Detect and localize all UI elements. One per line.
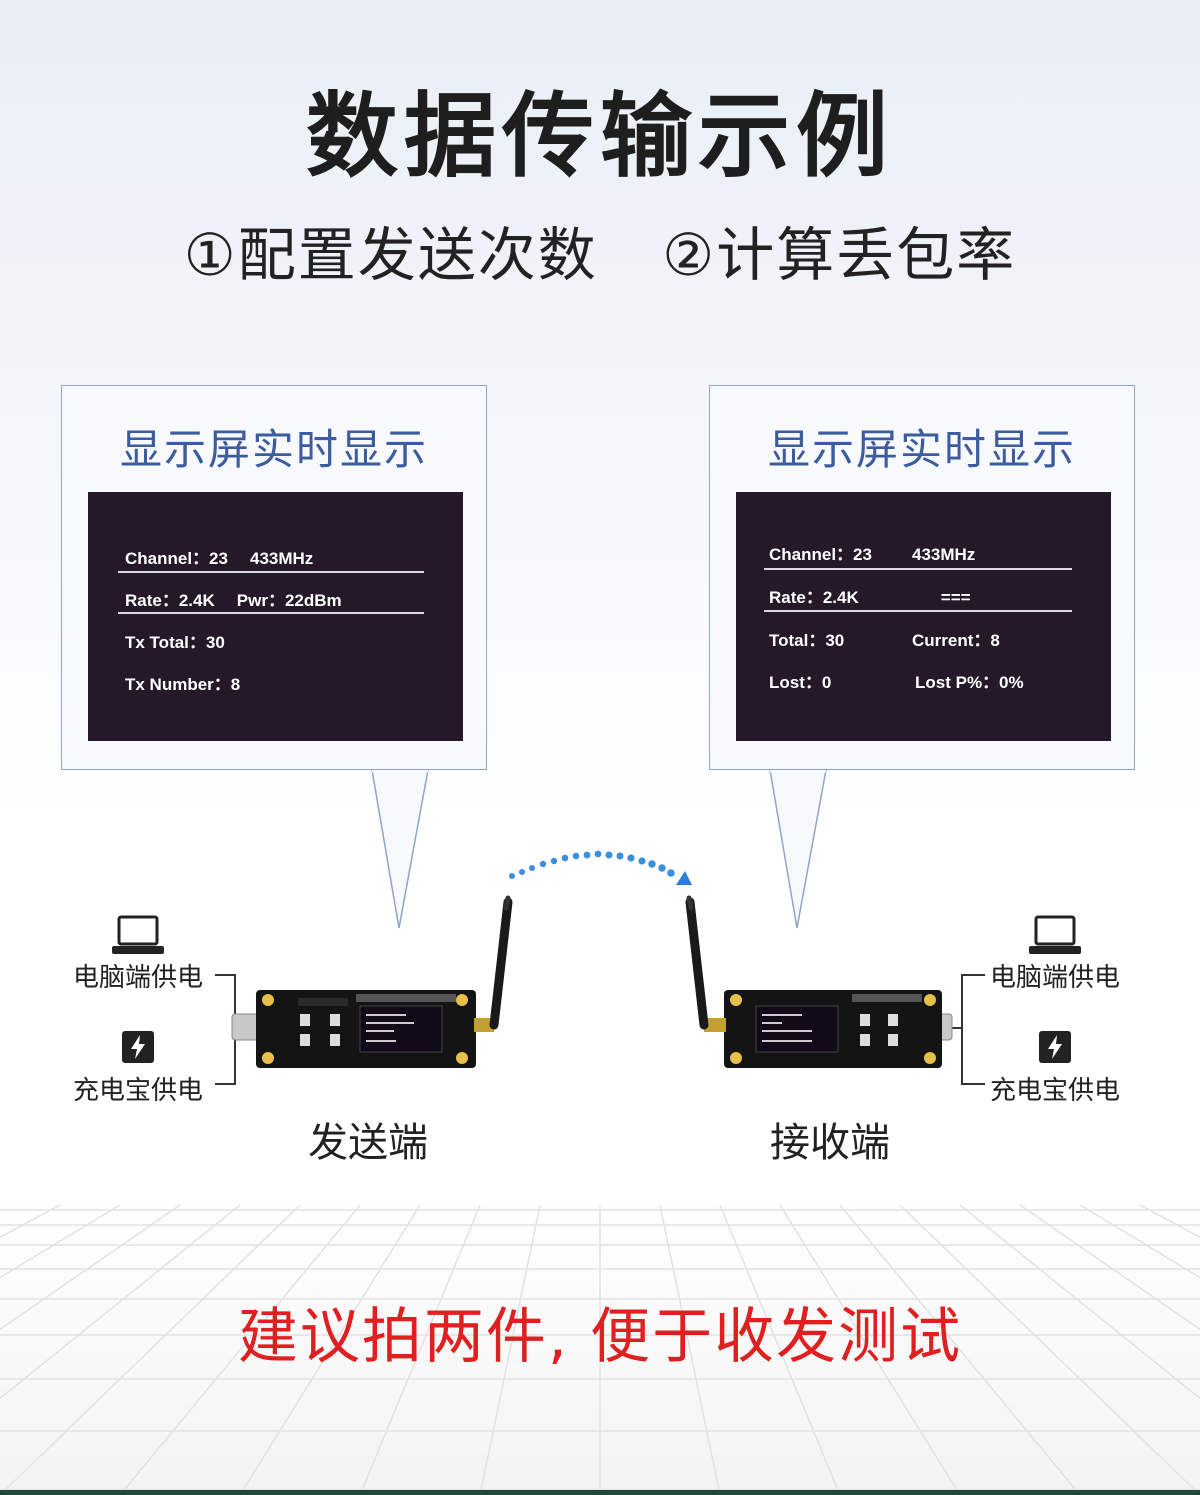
grid-floor (0, 1205, 1200, 1495)
page-subtitle: ①配置发送次数 ②计算丢包率 (0, 208, 1200, 292)
receiver-rate-row: Rate：2.4K === (769, 583, 971, 608)
left-pc-power: 电脑端供电 (58, 915, 218, 994)
right-pc-power-label: 电脑端供电 (989, 963, 1120, 993)
receiver-lost: Lost：0 (769, 673, 832, 692)
bottom-bar (0, 1490, 1200, 1495)
laptop-icon (112, 915, 164, 954)
sender-board (231, 895, 513, 1068)
receiver-screen: Channel：23 433MHz Rate：2.4K === Total：30 C… (736, 492, 1111, 741)
receiver-label: 接收端 (770, 1120, 890, 1166)
sender-label: 发送端 (308, 1120, 428, 1166)
receiver-divider-2 (764, 610, 1072, 612)
right-pc-power: 电脑端供电 (975, 915, 1135, 994)
receiver-status: === (940, 588, 971, 607)
receiver-board (685, 895, 953, 1068)
purchase-suggestion: 建议拍两件, 便于收发测试 (237, 1302, 963, 1372)
sender-tx-total: Tx Total：30 (125, 633, 225, 652)
right-powerbank-power: 充电宝供电 (975, 1030, 1135, 1107)
left-powerbank-power: 充电宝供电 (58, 1030, 218, 1107)
receiver-current: Current：8 (912, 631, 1000, 650)
sender-rate-row: Rate：2.4K Pwr：22dBm (125, 586, 342, 611)
sender-screen: Channel：23 433MHz Rate：2.4K Pwr：22dBm Tx T… (88, 492, 463, 741)
sender-rate: Rate：2.4K (125, 591, 215, 610)
subtitle-config-count: ①配置发送次数 (183, 221, 598, 289)
sender-tx-number: Tx Number：8 (125, 675, 241, 694)
receiver-display-panel: 显示屏实时显示 Channel：23 433MHz Rate：2.4K === To… (709, 385, 1135, 770)
right-powerbank-label: 充电宝供电 (989, 1076, 1120, 1106)
sender-panel-title: 显示屏实时显示 (119, 425, 428, 474)
receiver-lost-percent: Lost P%：0% (915, 673, 1024, 692)
receiver-panel-title: 显示屏实时显示 (767, 425, 1076, 474)
sender-divider-1 (118, 571, 424, 573)
receiver-total: Total：30 (769, 631, 845, 650)
page-title: 数据传输示例 (305, 83, 894, 190)
left-pc-power-label: 电脑端供电 (72, 963, 203, 993)
laptop-icon (1029, 915, 1081, 954)
sender-display-panel: 显示屏实时显示 Channel：23 433MHz Rate：2.4K Pwr：22… (61, 385, 487, 770)
receiver-divider-1 (764, 568, 1072, 570)
receiver-channel-row: Channel：23 433MHz (769, 540, 975, 565)
sender-divider-2 (118, 612, 424, 614)
receiver-frequency: 433MHz (911, 545, 976, 564)
sender-power: Pwr：22dBm (236, 591, 342, 610)
left-powerbank-label: 充电宝供电 (72, 1076, 203, 1106)
subtitle-loss-rate: ②计算丢包率 (662, 221, 1017, 289)
callout-tails (371, 769, 827, 929)
powerbank-icon (1039, 1031, 1071, 1063)
sender-channel-row: Channel：23 433MHz (125, 544, 313, 569)
receiver-rate: Rate：2.4K (769, 588, 859, 607)
sender-channel: Channel：23 (125, 549, 228, 568)
wireless-transmission-arc (509, 850, 692, 885)
receiver-channel: Channel：23 (769, 545, 872, 564)
sender-frequency: 433MHz (249, 549, 314, 568)
powerbank-icon (122, 1031, 154, 1063)
